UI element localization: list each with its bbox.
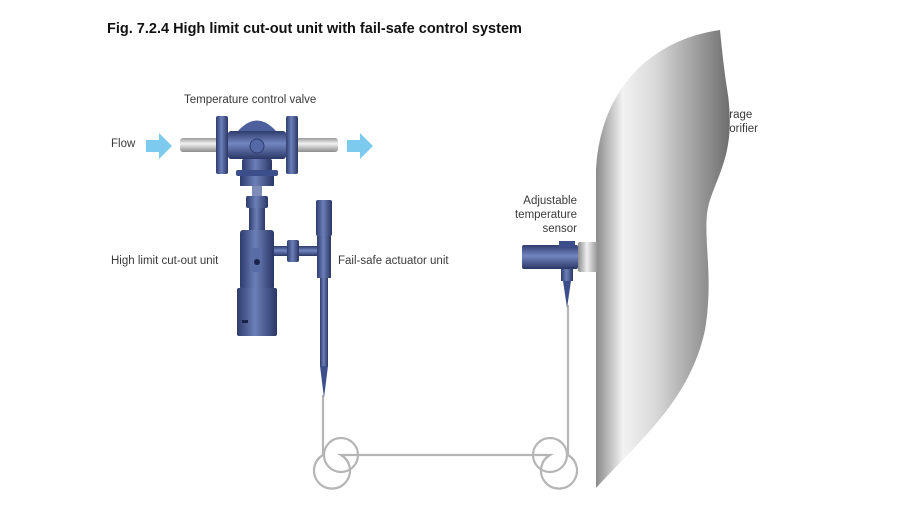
sensor-label-line1: Adjustable xyxy=(523,195,577,207)
capillary-tube xyxy=(312,305,579,490)
capillary-coil-right xyxy=(531,436,569,474)
failsafe-actuator-unit xyxy=(316,200,332,398)
figure-title: Fig. 7.2.4 High limit cut-out unit with … xyxy=(107,21,522,37)
failsafe-actuator-unit-label: Fail-safe actuator unit xyxy=(338,255,449,267)
outlet-pipe xyxy=(296,138,338,152)
temperature-control-valve xyxy=(216,116,298,208)
sensor-label-line2: temperature xyxy=(514,209,577,221)
high-limit-cutout-unit xyxy=(237,208,277,336)
flow-out-arrow xyxy=(347,133,373,159)
flow-label: Flow xyxy=(111,138,136,150)
adjustable-temperature-sensor xyxy=(522,241,598,308)
sensor-label-line3: sensor xyxy=(542,223,577,235)
inlet-pipe xyxy=(180,138,220,152)
flow-in-arrow xyxy=(146,133,172,159)
capillary-coil-left xyxy=(322,436,360,474)
temperature-control-valve-label: Temperature control valve xyxy=(184,94,317,106)
storage-calorifier-vessel xyxy=(596,30,730,488)
high-limit-cutout-unit-label: High limit cut-out unit xyxy=(111,255,219,267)
coupling-link xyxy=(274,240,318,262)
